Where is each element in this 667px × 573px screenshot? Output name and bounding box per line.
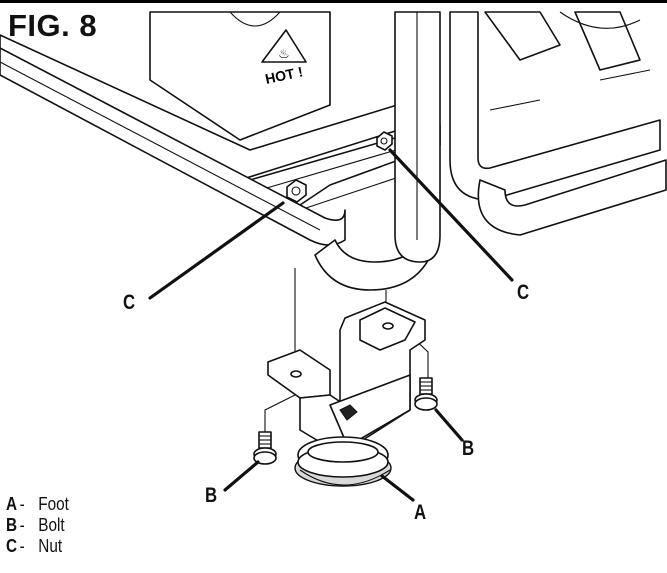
leader-b-right: [434, 408, 464, 442]
foot-bracket: [267, 301, 426, 449]
callout-b-left: B: [205, 484, 218, 507]
legend-name: Bolt: [38, 515, 65, 535]
nut-left: [286, 179, 307, 203]
rear-tube-frame: [449, 11, 667, 236]
legend-item: A - Foot: [6, 494, 69, 515]
svg-text:♨: ♨: [278, 47, 290, 62]
bolt-left: [253, 431, 277, 465]
legend-dash: -: [19, 536, 25, 556]
bolt-right: [414, 377, 438, 411]
foot-disc: [294, 436, 392, 487]
legend: A - Foot B - Bolt C - Nut: [6, 494, 80, 557]
leader-lines: [148, 148, 514, 502]
legend-letter: A: [6, 494, 18, 514]
hot-warning-label: ♨ HOT !: [261, 29, 307, 87]
leader-b-left: [223, 460, 260, 492]
top-rule: [0, 0, 667, 3]
legend-name: Foot: [38, 494, 69, 514]
hot-label-text: HOT !: [264, 63, 305, 87]
callout-b-right: B: [462, 437, 475, 460]
callout-c-left: C: [123, 291, 136, 314]
vertical-tube: [394, 11, 441, 263]
legend-letter: C: [6, 536, 18, 556]
legend-name: Nut: [38, 536, 63, 556]
callout-a: A: [414, 501, 427, 524]
nut-right: [376, 131, 393, 151]
legend-item: B - Bolt: [6, 515, 69, 536]
figure-title: FIG. 8: [8, 8, 98, 43]
legend-item: C - Nut: [6, 536, 69, 557]
leader-a: [380, 474, 415, 502]
legend-dash: -: [19, 494, 25, 514]
legend-dash: -: [19, 515, 25, 535]
callout-c-right: C: [517, 281, 530, 304]
legend-letter: B: [6, 515, 18, 535]
leader-c-left: [148, 201, 285, 300]
leader-c-right: [388, 148, 514, 282]
